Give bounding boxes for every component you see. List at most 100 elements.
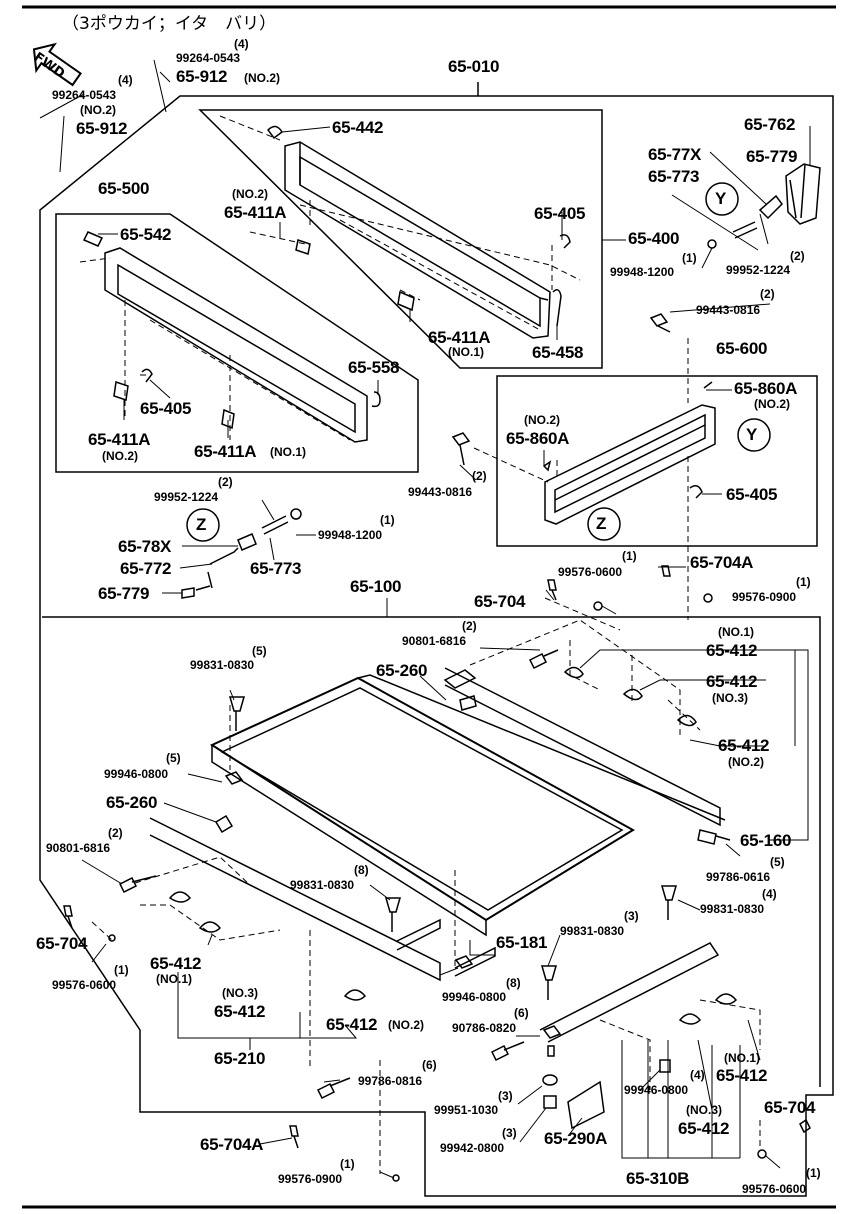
part-65-704: 65-704 [474,592,526,611]
part-99952-1224: 99952-1224 [726,263,791,277]
qty-label: (4) [118,73,133,87]
part-variant: (NO.1) [724,1051,760,1065]
part-65-405: 65-405 [140,399,192,418]
part-99952-1224: 99952-1224 [154,490,219,504]
part-variant: (NO.2) [524,413,560,427]
part-65-412: 65-412 [716,1066,768,1085]
z-callout-circle [587,507,621,541]
part-90786-0820: 90786-0820 [452,1021,517,1035]
part-variant: (NO.2) [754,397,790,411]
qty-label: (1) [380,513,395,527]
part-65-411A: 65-411A [194,442,257,461]
part-variant: (NO.2) [244,71,280,85]
qty-label: (5) [770,855,785,869]
qty-label: (5) [252,644,267,658]
y-callout: Y [746,425,758,444]
part-99946-0800: 99946-0800 [624,1083,689,1097]
handle-65-762 [785,127,821,225]
part-65-704: 65-704 [764,1098,816,1117]
qty-label: (4) [762,887,777,901]
assembly-outline-65-010 [39,82,834,1197]
part-99786-0816: 99786-0816 [358,1074,423,1088]
part-99264-0543: 99264-0543 [52,88,117,102]
part-65-210: 65-210 [214,1049,266,1068]
qty-label: (2) [462,619,477,633]
part-90801-6816: 90801-6816 [46,841,111,855]
part-variant: (NO.1) [448,345,484,359]
qty-label: (8) [506,976,521,990]
z-callout: Z [196,515,207,534]
qty-label: (3) [498,1089,513,1103]
floor-frame-65-100 [149,667,726,982]
part-65-310B: 65-310B [626,1169,690,1188]
part-65-412: 65-412 [706,641,758,660]
part-65-704: 65-704 [36,934,88,953]
part-65-412: 65-412 [718,736,770,755]
part-65-412: 65-412 [214,1002,266,1021]
y-callout: Y [715,189,727,208]
part-99942-0800: 99942-0800 [440,1141,505,1155]
part-65-912: 65-912 [76,119,128,138]
part-65-260: 65-260 [376,661,428,680]
part-99946-0800: 99946-0800 [442,990,507,1004]
y-callout-circle [737,418,771,452]
part-65-542: 65-542 [120,225,172,244]
part-variant: (NO.1) [156,972,192,986]
part-65-78X: 65-78X [118,537,172,556]
part-65-160: 65-160 [740,831,792,850]
part-99264-0543: 99264-0543 [176,51,241,65]
box-65-100 [42,616,821,1087]
qty-label: (3) [624,909,639,923]
part-99946-0800: 99946-0800 [104,767,169,781]
part-65-181: 65-181 [496,933,548,952]
part-99443-0816: 99443-0816 [696,303,761,317]
part-65-412: 65-412 [678,1119,730,1138]
y-callout-circle [705,182,739,216]
part-65-779: 65-779 [746,147,798,166]
part-65-412: 65-412 [326,1015,378,1034]
part-65-405: 65-405 [534,204,586,223]
part-65-010: 65-010 [448,57,500,76]
part-65-412: 65-412 [150,954,202,973]
part-99948-1200: 99948-1200 [610,265,675,279]
part-variant: (NO.3) [686,1103,722,1117]
part-65-405: 65-405 [726,485,778,504]
qty-label: (5) [166,751,181,765]
part-65-260: 65-260 [106,793,158,812]
part-variant: (NO.2) [102,449,138,463]
part-65-100: 65-100 [350,577,402,596]
box-65-600 [496,375,818,547]
part-99831-0830: 99831-0830 [700,902,765,916]
part-variant: (NO.1) [718,625,754,639]
part-65-290A: 65-290A [544,1129,608,1148]
part-variant: (NO.2) [232,187,268,201]
z-callout: Z [596,514,607,533]
qty-label: (3) [502,1126,517,1140]
part-65-773: 65-773 [250,559,302,578]
part-variant: (NO.2) [80,103,116,117]
qty-label: (2) [472,469,487,483]
part-65-458: 65-458 [532,343,584,362]
qty-label: (2) [108,826,123,840]
gate-panel-65-500 [104,247,368,443]
box-65-400 [198,109,603,369]
part-65-772: 65-772 [120,559,172,578]
qty-label: (1) [796,575,811,589]
qty-label: (4) [234,37,249,51]
part-99951-1030: 99951-1030 [434,1103,499,1117]
qty-label: (1) [340,1157,355,1171]
part-65-912: 65-912 [176,67,228,86]
qty-label: (4) [690,1068,705,1082]
part-variant: (NO.2) [388,1018,424,1032]
gate-panel-65-400 [284,141,551,339]
part-90801-6816: 90801-6816 [402,634,467,648]
part-65-411A: 65-411A [428,328,491,347]
part-65-411A: 65-411A [88,430,151,449]
part-65-704A: 65-704A [200,1135,264,1154]
qty-label: (2) [218,475,233,489]
part-65-77X: 65-77X [648,145,702,164]
part-65-411A: 65-411A [224,203,287,222]
part-65-704A: 65-704A [690,553,754,572]
part-99831-0830: 99831-0830 [560,924,625,938]
part-65-442: 65-442 [332,118,384,137]
